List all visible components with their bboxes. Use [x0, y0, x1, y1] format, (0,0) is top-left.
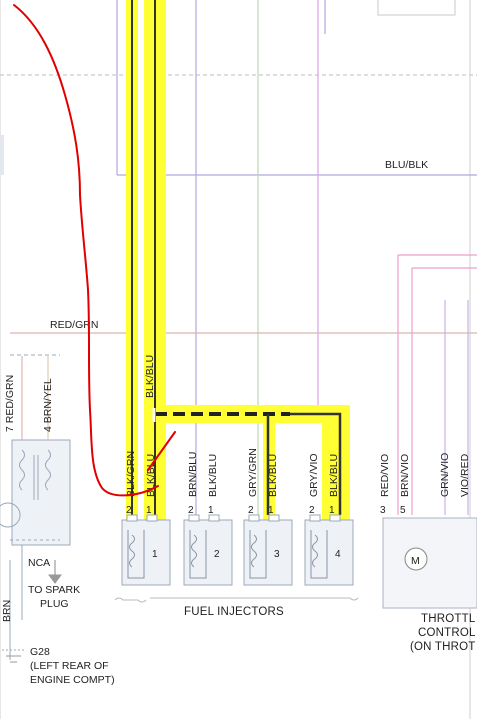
injector-bracket [114, 597, 359, 603]
throttle-wire-labels: 3 RED/VIO 5 BRN/VIO GRN/VIO VIO/RED [379, 453, 471, 516]
trunk-label: BLK/BLU [144, 355, 156, 398]
injector-pin-number: 2 [248, 505, 254, 516]
injector-frame [310, 530, 328, 579]
blu-blk-label: BLU/BLK [385, 159, 428, 171]
injector-pin [126, 514, 138, 522]
spark-connector [0, 354, 71, 663]
ground-location-2: ENGINE COMPT) [30, 674, 115, 686]
injector-pin-number: 2 [188, 505, 194, 516]
injector-frame [127, 530, 145, 579]
injector-number: 3 [274, 549, 280, 560]
injector-number: 2 [214, 549, 220, 560]
injector-wire-label: BLK/BLU [145, 454, 157, 497]
injector-pin [268, 514, 280, 522]
injector-coil [251, 534, 257, 568]
injector-pin [188, 514, 200, 522]
injector-wire-label: GRY/GRN [247, 448, 259, 497]
injector-pin-number: 1 [146, 505, 152, 516]
fuel-injector-4: 4 2 GRY/VIO 1 BLK/BLU [304, 453, 354, 586]
red-grn-label: RED/GRN [50, 319, 98, 331]
throttle-wire-label: BRN/VIO [399, 454, 411, 497]
injector-pin-number: 1 [208, 505, 214, 516]
injector-pin-number: 1 [268, 505, 274, 516]
injector-pin [309, 514, 321, 522]
throttle-label-3: (ON THROT [410, 641, 475, 653]
injector-body [304, 519, 354, 586]
brn-wire-label: BRN [1, 600, 13, 622]
injector-pin [146, 514, 158, 522]
injector-number: 4 [335, 549, 341, 560]
injector-pin [208, 514, 220, 522]
injector-body [243, 519, 293, 586]
injector-wire-label: BLK/BLU [207, 454, 219, 497]
to-spark-line-1: TO SPARK [28, 584, 80, 596]
injector-coil [312, 534, 318, 568]
to-spark-line-2: PLUG [40, 598, 69, 610]
throttle-label-2: CONTROL [418, 627, 476, 639]
injector-group: 1 2 BLK/GRN 1 BLK/BLU 2 2 BRN/BLU 1 BLK/BLU 3 2 GRY/… [121, 448, 354, 586]
injector-pin [329, 514, 341, 522]
injector-wire-label: BLK/GRN [125, 451, 137, 497]
motor-symbol: M [411, 555, 420, 567]
injector-pin-number: 1 [329, 505, 335, 516]
injector-coil [129, 534, 135, 568]
throttle-label-1: THROTTL [421, 613, 476, 625]
throttle-wire-label: GRN/VIO [439, 453, 451, 497]
spark-pin-label-1: 7 RED/GRN [4, 375, 16, 432]
spark-pin-label-2: 4 BRN/YEL [42, 378, 54, 432]
injector-wire-label: BLK/BLU [267, 454, 279, 497]
injector-body [183, 519, 233, 586]
fuel-injector-3: 3 2 GRY/GRN 1 BLK/BLU [243, 448, 293, 586]
throttle-pin-number: 3 [380, 505, 386, 516]
red-annotation-stroke [13, 4, 176, 497]
ground-id: G28 [30, 646, 50, 658]
injector-number: 1 [152, 549, 158, 560]
nca-label: NCA [28, 557, 50, 569]
injector-body [121, 519, 171, 586]
blu-blk-wire [116, 0, 477, 515]
ground-location-1: (LEFT REAR OF [30, 660, 109, 672]
injector-frame [189, 530, 207, 579]
fuel-injector-1: 1 2 BLK/GRN 1 BLK/BLU [121, 451, 171, 586]
injector-pin [248, 514, 260, 522]
throttle-body [382, 517, 477, 609]
throttle-wire-label: VIO/RED [459, 453, 471, 497]
injector-pin-number: 2 [309, 505, 315, 516]
throttle-pin-number: 5 [400, 505, 406, 516]
fuel-injector-2: 2 2 BRN/BLU 1 BLK/BLU [183, 451, 233, 586]
injector-pin-number: 2 [126, 505, 132, 516]
injector-frame [249, 530, 267, 579]
fuel-injectors-label: FUEL INJECTORS [184, 606, 284, 618]
throttle-wires [397, 254, 477, 515]
throttle-wire-label: RED/VIO [379, 454, 391, 497]
blk-blu-highlight [126, 0, 350, 520]
injector-wire-label: GRY/VIO [308, 453, 320, 497]
injector-coil [191, 534, 197, 568]
injector-wire-label: BRN/BLU [187, 451, 199, 497]
injector-wire-label: BLK/BLU [328, 454, 340, 497]
